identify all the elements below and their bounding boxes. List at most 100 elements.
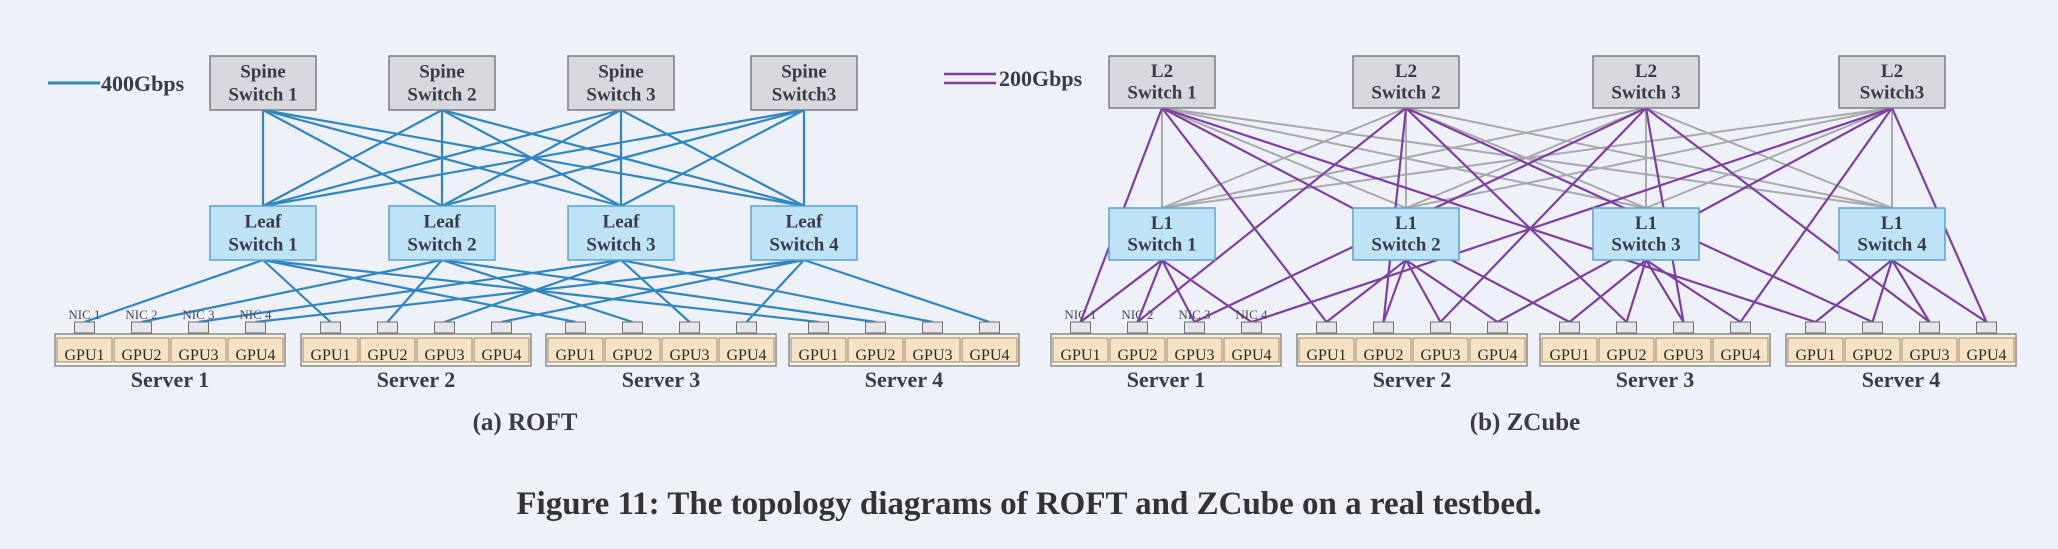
zcube-l1-3-nic4-link [1645, 259, 1742, 323]
zcube-server-label: Server 3 [1616, 367, 1694, 392]
roft-leaf1-server3-link [262, 258, 576, 324]
roft-leaf-switch-1-box [209, 205, 317, 261]
roft-leaf4-server2-link [501, 258, 805, 324]
zcube-gpu-label: GPU1 [1549, 347, 1589, 364]
roft-gpu-label: GPU4 [969, 347, 1009, 364]
zcube-l2-switch-1-label-2: Switch 1 [1127, 83, 1196, 104]
roft-spine-switch-1-label-1: Spine [240, 62, 285, 83]
roft-leaf2-server1-link [141, 258, 443, 324]
zcube-gpu-label: GPU3 [1420, 347, 1460, 364]
roft-leaf3-server1-link [198, 258, 622, 324]
zcube-gpu-box [1412, 337, 1469, 363]
zcube-nic-port [1127, 321, 1148, 334]
zcube-nic-port [1316, 321, 1337, 334]
roft-nic-label: NIC 4 [239, 307, 272, 322]
zcube-l2-1-server2-link [1161, 107, 1328, 323]
zcube-gpu-box [1223, 337, 1280, 363]
roft-gpu-label: GPU1 [798, 347, 838, 364]
roft-gpu-box [718, 337, 775, 363]
zcube-l1-switch-3-label-2: Switch 3 [1611, 235, 1680, 256]
figure-caption: Figure 11: The topology diagrams of ROFT… [516, 486, 1542, 522]
roft-spine3-leaf1-link [262, 108, 622, 208]
zcube-gpu-box [1109, 337, 1166, 363]
zcube-l2-l1-links [1161, 107, 1893, 209]
roft-spine-switch-2-label-1: Spine [419, 62, 464, 83]
roft-nic-port [922, 321, 943, 334]
zcube-gpu-box [1355, 337, 1412, 363]
roft-server-label: Server 3 [622, 367, 700, 392]
zcube-gpu-label: GPU2 [1606, 347, 1646, 364]
roft-gpu-box [227, 337, 284, 363]
zcube-l2-switch-3-box [1592, 55, 1700, 109]
roft-leaf-switch-4-label-1: Leaf [786, 212, 824, 233]
roft-nic-port [245, 321, 266, 334]
zcube-nic-port [1673, 321, 1694, 334]
zcube-l1-switch-4-label-2: Switch 4 [1857, 235, 1927, 256]
zcube-gpu-box [1901, 337, 1958, 363]
roft-gpu-label: GPU3 [912, 347, 952, 364]
roft-server-label: Server 2 [377, 367, 455, 392]
roft-spine-switch-4-box [750, 55, 858, 111]
zcube-gpu-label: GPU3 [1663, 347, 1703, 364]
roft-leaf-switch-2-box [388, 205, 496, 261]
zcube-gpu-label: GPU3 [1174, 347, 1214, 364]
roft-leaf-switch-3-label-2: Switch 3 [586, 234, 655, 255]
zcube-l1-switch-1-box [1108, 207, 1216, 261]
roft-leaf-switch-1-label-1: Leaf [245, 212, 283, 233]
roft-gpu-label: GPU3 [178, 347, 218, 364]
roft-legend-label: 400Gbps [101, 71, 185, 96]
zcube-nic-port [1241, 321, 1262, 334]
zcube-nic-label: NIC 1 [1064, 307, 1096, 322]
zcube-gpu-box [1844, 337, 1901, 363]
zcube-gpu-label: GPU1 [1306, 347, 1346, 364]
zcube-nic-port [1430, 321, 1451, 334]
roft-spine-switch-1-label-2: Switch 1 [228, 84, 297, 105]
roft-leaf-switch-2-label-1: Leaf [424, 212, 462, 233]
roft-nic-port [434, 321, 455, 334]
roft-nic-label: NIC 3 [182, 307, 214, 322]
zcube-l1-switch-2-box [1352, 207, 1460, 261]
roft-leaf-switch-2-label-2: Switch 2 [407, 234, 476, 255]
zcube-l1-2-nic2-link [1382, 259, 1408, 323]
roft-spine-switch-4-label-2: Switch3 [772, 84, 836, 105]
zcube-l2-2-server3-link [1405, 107, 1628, 323]
roft-nic-port [491, 321, 512, 334]
zcube-l2-1-server4-link [1161, 106, 1816, 324]
zcube-server-label: Server 2 [1373, 367, 1451, 392]
zcube-nic-port [1805, 321, 1826, 334]
roft-nic-label: NIC 2 [125, 307, 157, 322]
zcube-l1-4-nic3-link [1891, 259, 1931, 323]
zcube-l1-2-nic3-link [1405, 259, 1442, 323]
zcube-server-label: Server 1 [1127, 367, 1205, 392]
roft-nic-port [377, 321, 398, 334]
zcube-l1-1-nic2-link [1136, 259, 1164, 323]
zcube-gpu-label: GPU3 [1909, 347, 1949, 364]
zcube-server-label: Server 4 [1862, 367, 1940, 392]
roft-nic-port [188, 321, 209, 334]
zcube-caption: (b) ZCube [1470, 409, 1580, 436]
roft-nic-port [736, 321, 757, 334]
zcube-l1-4-nic4-link [1891, 259, 1988, 323]
roft-nic-port [131, 321, 152, 334]
roft-spine-switch-2-label-2: Switch 2 [407, 84, 476, 105]
roft-spine-switch-1-box [209, 55, 317, 111]
zcube-l2-4-l1-3-link [1645, 107, 1893, 209]
roft-leaf-switch-4-label-2: Switch 4 [769, 234, 839, 255]
roft-leaf1-server1-link [84, 258, 264, 324]
roft-spine-switch-3-box [567, 55, 675, 111]
roft-gpu-label: GPU3 [669, 347, 709, 364]
zcube-l2-4-server3-link [1739, 107, 1893, 323]
roft-gpu-box [302, 337, 359, 363]
roft-spine4-leaf1-link [262, 108, 805, 208]
